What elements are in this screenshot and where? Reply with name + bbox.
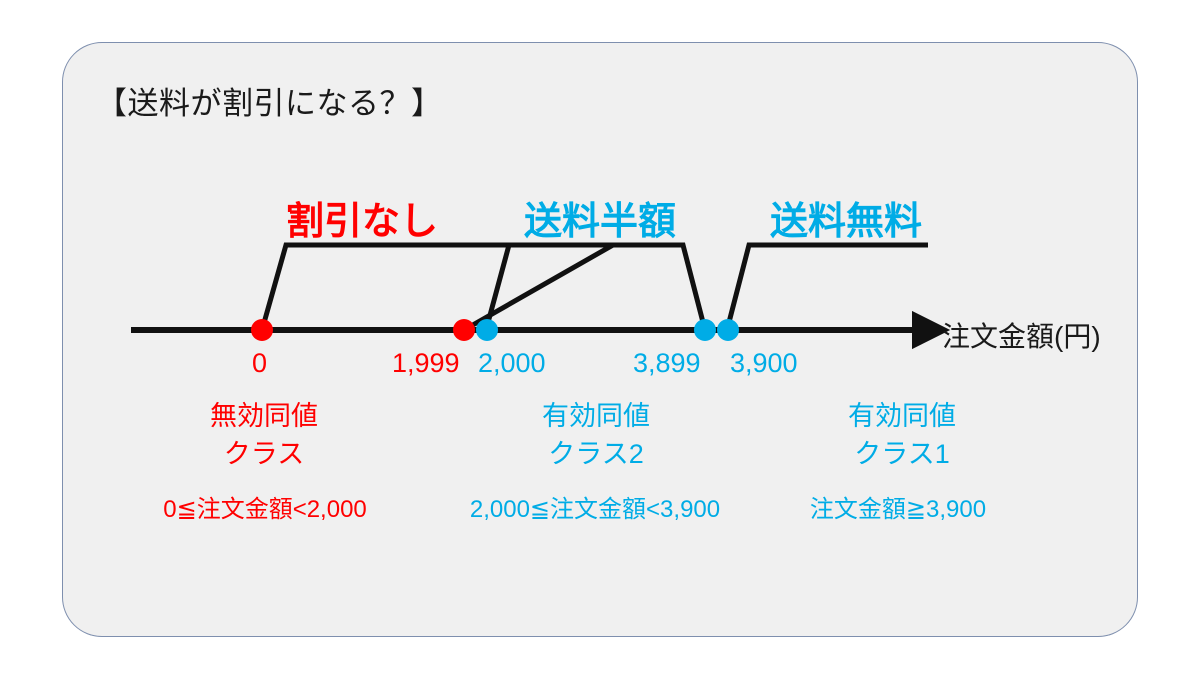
tick-label-1999: 1,999 (392, 348, 460, 378)
class-name-line1: 無効同値 (210, 401, 318, 431)
class-name-line2: クラス2 (548, 439, 644, 470)
class-formula-valid-2: 2,000≦注文金額<3,900 (469, 496, 721, 523)
class-name-line1: 有効同値 (848, 401, 956, 431)
class-formula-invalid: 0≦注文金額<2,000 (163, 496, 367, 523)
class-name-line2: クラス (223, 439, 305, 470)
diagram-card (62, 42, 1138, 637)
tick-label-0: 0 (252, 348, 268, 378)
axis-caption: 注文金額(円) (942, 321, 1101, 352)
class-block-valid-2: 有効同値 クラス2 (542, 397, 650, 474)
class-block-invalid: 無効同値 クラス (210, 397, 318, 474)
class-name-line1: 有効同値 (542, 401, 650, 431)
class-block-valid-1: 有効同値 クラス1 (848, 397, 956, 474)
category-label-half-shipping: 送料半額 (523, 201, 677, 243)
class-name-line2: クラス1 (854, 439, 950, 470)
category-label-no-discount: 割引なし (285, 201, 439, 243)
tick-label-2000: 2,000 (478, 348, 546, 378)
tick-label-3900: 3,900 (730, 348, 798, 378)
category-label-free-shipping: 送料無料 (769, 201, 923, 243)
tick-label-3899: 3,899 (633, 348, 701, 378)
class-formula-valid-1: 注文金額≧3,900 (809, 496, 987, 523)
page-title: 【送料が割引になる？】 (96, 86, 443, 121)
